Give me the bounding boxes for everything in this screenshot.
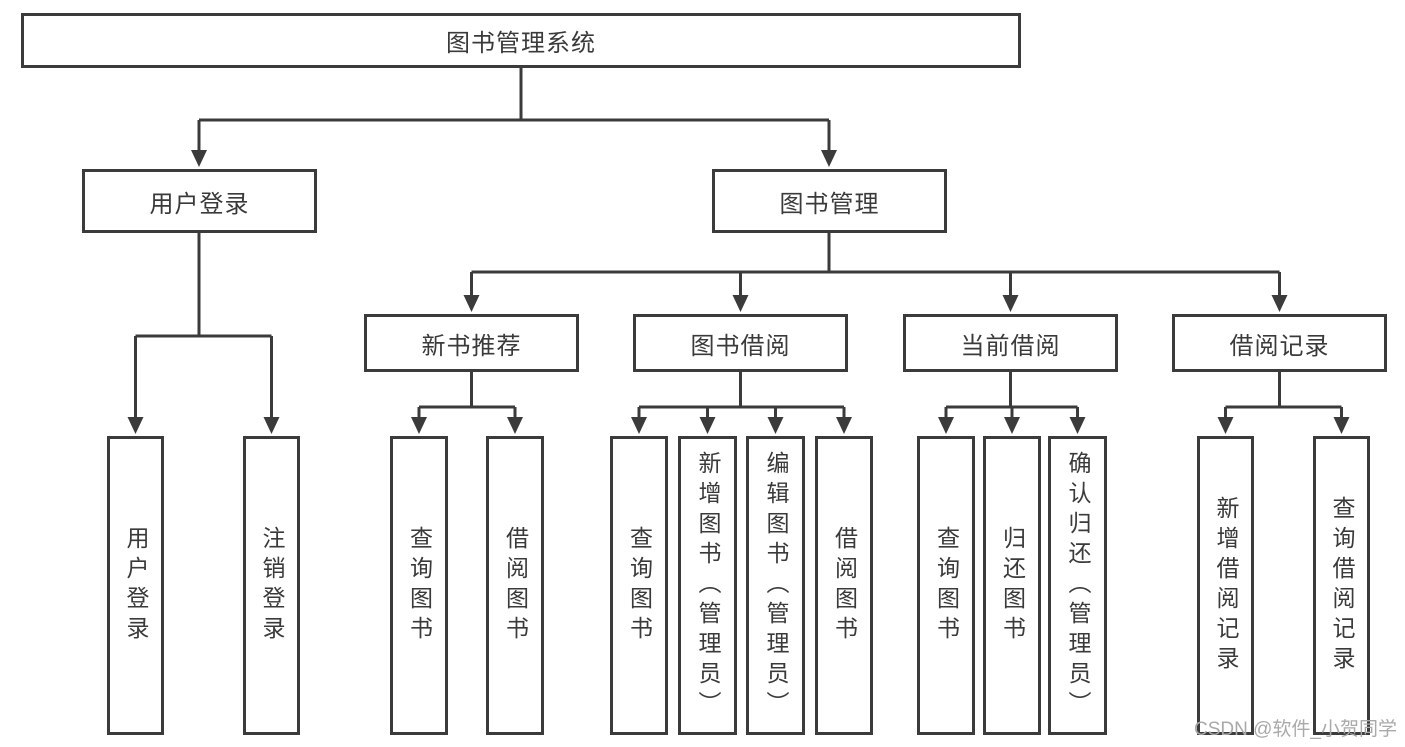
node-label: 图书管理 — [779, 190, 880, 218]
arrowhead — [631, 417, 647, 434]
leaf-add-borrow-record: 新增借阅记录 — [1197, 436, 1254, 735]
leaf-logout-login: 注销登录 — [243, 436, 300, 735]
leaf-query-books: 查询图书 — [917, 436, 975, 735]
arrowhead — [836, 417, 852, 434]
arrowhead — [463, 295, 480, 312]
node-label: 用户登录 — [123, 525, 149, 646]
arrowhead — [1002, 295, 1019, 312]
node-label: 查询图书 — [406, 525, 433, 646]
node-label: 图书管理系统 — [446, 30, 596, 57]
node-label: 查询借阅记录 — [1329, 495, 1355, 676]
node-label: 查询图书 — [626, 525, 653, 646]
node-library-management-system: 图书管理系统 — [21, 13, 1021, 68]
node-label: 确认归还（管理员） — [1065, 450, 1091, 721]
node-label: 新增借阅记录 — [1213, 495, 1239, 676]
leaf-edit-books-admin: 编辑图书（管理员） — [746, 436, 805, 735]
arrowhead — [821, 150, 837, 167]
leaf-return-books: 归还图书 — [983, 436, 1041, 735]
arrowhead — [263, 417, 280, 434]
node-label: 注销登录 — [259, 525, 285, 646]
node-label: 图书借阅 — [690, 332, 791, 360]
leaf-add-books-admin: 新增图书（管理员） — [678, 436, 737, 735]
arrowhead — [191, 150, 207, 167]
leaf-query-books: 查询图书 — [610, 436, 668, 735]
node-label: 查询图书 — [933, 525, 960, 646]
arrowhead — [767, 417, 784, 434]
arrowhead — [699, 417, 716, 434]
leaf-query-borrow-record: 查询借阅记录 — [1313, 436, 1370, 735]
arrowhead — [938, 417, 954, 434]
watermark: CSDN @软件_小贺同学 — [1194, 719, 1397, 740]
leaf-borrow-books: 借阅图书 — [486, 436, 544, 735]
arrowhead — [732, 295, 749, 312]
arrowhead — [507, 417, 523, 434]
leaf-borrow-books: 借阅图书 — [815, 436, 873, 735]
arrowhead — [1004, 417, 1020, 434]
node-book-management: 图书管理 — [712, 169, 947, 233]
node-label: 新增图书（管理员） — [695, 450, 721, 721]
leaf-user-login: 用户登录 — [107, 436, 164, 735]
node-label: 当前借阅 — [960, 332, 1061, 360]
node-label: 借阅图书 — [502, 525, 529, 646]
arrowhead — [411, 417, 427, 434]
node-user-login: 用户登录 — [82, 169, 317, 233]
node-label: 借阅记录 — [1229, 332, 1330, 360]
node-label: 借阅图书 — [831, 525, 858, 646]
node-current-borrow: 当前借阅 — [903, 314, 1118, 372]
node-label: 新书推荐 — [421, 332, 522, 360]
leaf-query-books: 查询图书 — [390, 436, 448, 735]
arrowhead — [127, 417, 144, 434]
node-label: 归还图书 — [999, 525, 1026, 646]
node-label: 用户登录 — [149, 190, 250, 218]
node-book-borrow: 图书借阅 — [633, 314, 848, 372]
arrowhead — [1271, 295, 1288, 312]
node-label: 编辑图书（管理员） — [763, 450, 789, 721]
arrowhead — [1217, 417, 1234, 434]
arrowhead — [1069, 417, 1086, 434]
leaf-confirm-return-admin: 确认归还（管理员） — [1048, 436, 1107, 735]
node-borrow-records: 借阅记录 — [1172, 314, 1387, 372]
arrowhead — [1333, 417, 1350, 434]
node-new-book-recommend: 新书推荐 — [364, 314, 579, 372]
